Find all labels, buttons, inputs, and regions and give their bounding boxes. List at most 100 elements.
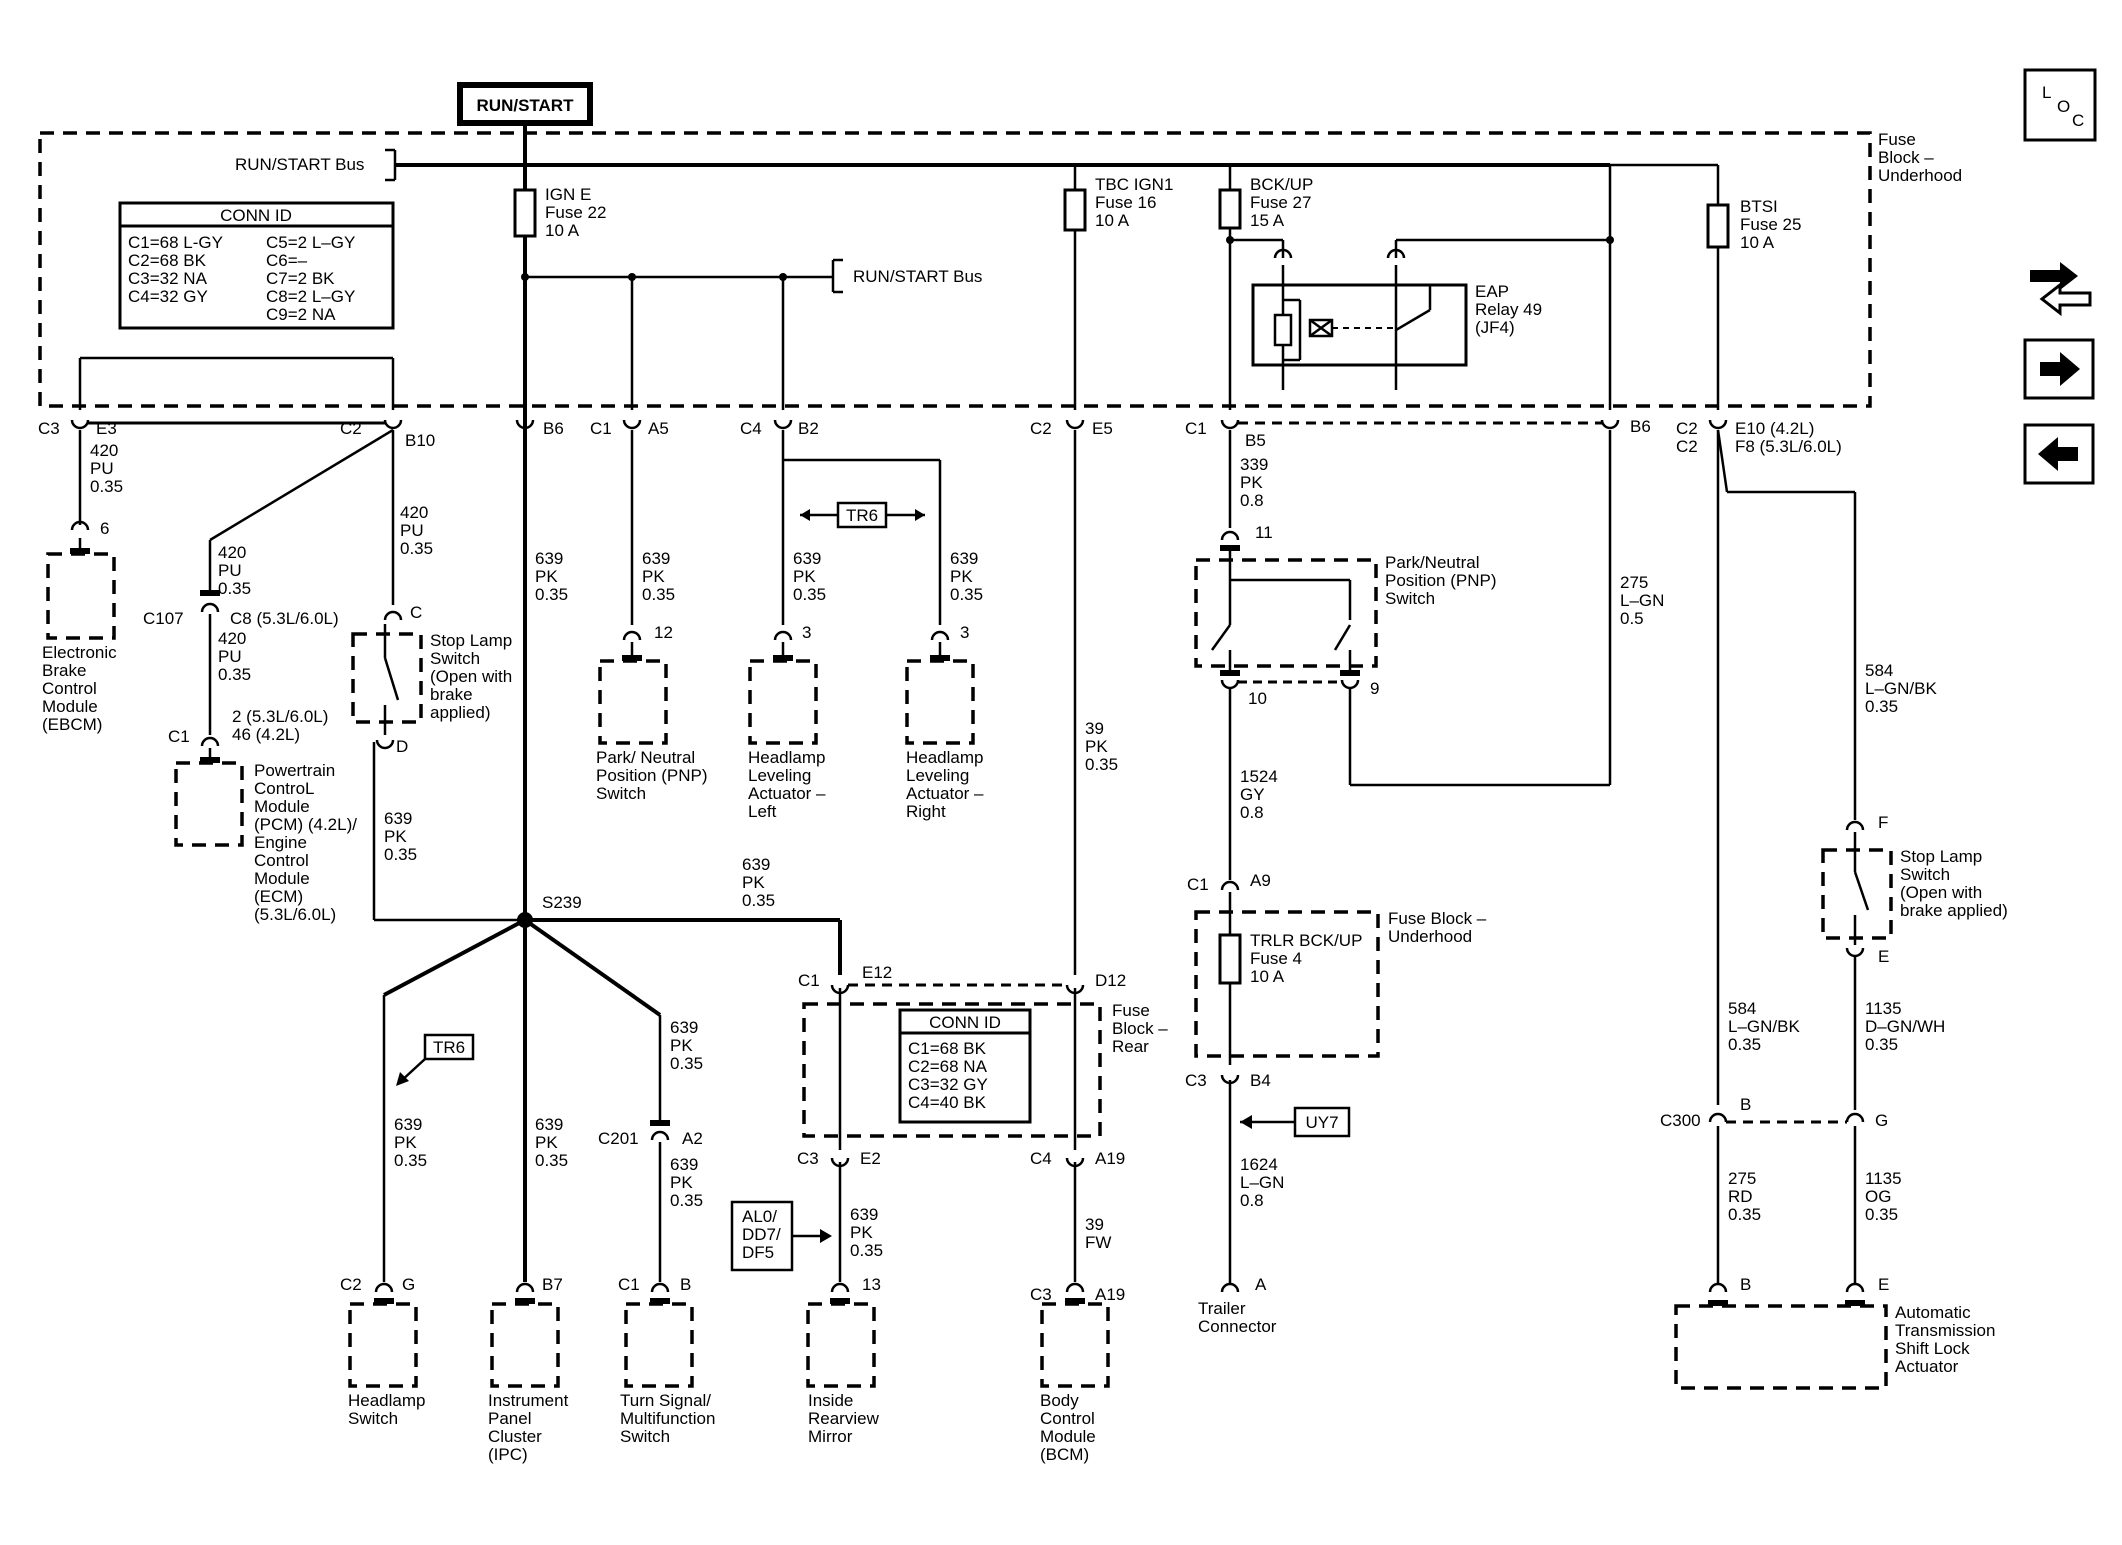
svg-text:IGN E: IGN E: [545, 185, 591, 204]
svg-text:GY: GY: [1240, 785, 1265, 804]
fuse-bckup-label: BCK/UP Fuse 27 15 A: [1250, 175, 1313, 230]
svg-text:0.35: 0.35: [850, 1241, 883, 1260]
prev-page-button[interactable]: [2023, 423, 2095, 485]
pin-6: 6: [100, 519, 109, 538]
run-start-label: RUN/START: [457, 82, 593, 126]
svg-text:PU: PU: [90, 459, 114, 478]
svg-text:brake applied): brake applied): [1900, 901, 2008, 920]
c8-label: C8 (5.3L/6.0L): [230, 609, 339, 628]
c1-pcm-label: C1: [168, 727, 190, 746]
svg-text:PU: PU: [400, 521, 424, 540]
fuse-tbc-ign1: [1063, 188, 1087, 232]
schematic-swap-icon[interactable]: [2030, 262, 2092, 317]
pin-9: 9: [1370, 679, 1379, 698]
c2-g-conn: C2: [340, 1275, 362, 1294]
svg-text:B2: B2: [798, 419, 819, 438]
svg-text:C4=32 GY: C4=32 GY: [128, 287, 208, 306]
svg-text:Switch: Switch: [1385, 589, 1435, 608]
fuse-btsi-label: BTSI Fuse 25 10 A: [1740, 197, 1801, 252]
svg-text:Fuse: Fuse: [1878, 130, 1916, 149]
svg-text:C2: C2: [1676, 437, 1698, 456]
svg-text:Rearview: Rearview: [808, 1409, 880, 1428]
svg-text:Powertrain: Powertrain: [254, 761, 335, 780]
b7-label: B7: [542, 1275, 563, 1294]
svg-text:TBC IGN1: TBC IGN1: [1095, 175, 1173, 194]
trailer-pin-a: A: [1255, 1275, 1267, 1294]
svg-text:Fuse 25: Fuse 25: [1740, 215, 1801, 234]
eap-relay-label: EAP Relay 49 (JF4): [1475, 282, 1542, 337]
svg-text:10 A: 10 A: [545, 221, 580, 240]
al0-dd7-df5-ref: AL0/DD7/DF5: [730, 1200, 832, 1272]
svg-text:0.8: 0.8: [1240, 1191, 1264, 1210]
svg-text:275: 275: [1620, 573, 1648, 592]
svg-text:639: 639: [535, 1115, 563, 1134]
svg-text:0.35: 0.35: [1865, 1205, 1898, 1224]
fuse-block-label: Fuse Block – Underhood: [1878, 130, 1962, 185]
svg-text:PU: PU: [218, 561, 242, 580]
svg-text:0.35: 0.35: [950, 585, 983, 604]
pin-c: C: [410, 603, 422, 622]
svg-text:B10: B10: [405, 431, 435, 450]
c201-label: C201: [598, 1129, 639, 1148]
svg-text:Module: Module: [42, 697, 98, 716]
svg-text:C1: C1: [1185, 419, 1207, 438]
svg-text:Connector: Connector: [1198, 1317, 1277, 1336]
svg-text:CONN ID: CONN ID: [929, 1013, 1001, 1032]
svg-text:C2: C2: [340, 419, 362, 438]
svg-text:(PCM) (4.2L)/: (PCM) (4.2L)/: [254, 815, 357, 834]
pcm-pin-1: 2 (5.3L/6.0L): [232, 707, 328, 726]
svg-text:Actuator –: Actuator –: [906, 784, 984, 803]
svg-text:10 A: 10 A: [1740, 233, 1775, 252]
svg-text:C6=–: C6=–: [266, 251, 308, 270]
svg-text:Inside: Inside: [808, 1391, 853, 1410]
svg-text:PK: PK: [850, 1223, 873, 1242]
svg-text:Fuse: Fuse: [1112, 1001, 1150, 1020]
svg-text:C1=68 L-GY: C1=68 L-GY: [128, 233, 223, 252]
pin-13: 13: [862, 1275, 881, 1294]
svg-text:Multifunction: Multifunction: [620, 1409, 715, 1428]
svg-text:420: 420: [400, 503, 428, 522]
svg-text:L–GN/BK: L–GN/BK: [1728, 1017, 1800, 1036]
svg-text:639: 639: [950, 549, 978, 568]
svg-text:0.8: 0.8: [1240, 491, 1264, 510]
svg-text:0.8: 0.8: [1240, 803, 1264, 822]
svg-text:Switch: Switch: [430, 649, 480, 668]
svg-text:TR6: TR6: [433, 1038, 465, 1057]
loc-button[interactable]: L O C: [2023, 68, 2097, 142]
pnp-switch-1-box: [598, 659, 668, 745]
svg-text:Stop Lamp: Stop Lamp: [1900, 847, 1982, 866]
svg-text:L: L: [2042, 83, 2051, 102]
svg-text:Park/Neutral: Park/Neutral: [1385, 553, 1479, 572]
svg-text:0.35: 0.35: [535, 1151, 568, 1170]
pnp-switch-2: [1194, 558, 1378, 668]
svg-text:EAP: EAP: [1475, 282, 1509, 301]
svg-text:Control: Control: [254, 851, 309, 870]
c1-e12-conn: C1: [798, 971, 820, 990]
fuse-ign-e: [513, 188, 537, 238]
svg-text:584: 584: [1728, 999, 1756, 1018]
svg-text:0.35: 0.35: [218, 579, 251, 598]
svg-text:L–GN: L–GN: [1620, 591, 1664, 610]
e2-label: E2: [860, 1149, 881, 1168]
fuse-block-uh2-label: Fuse Block –Underhood: [1388, 909, 1487, 946]
svg-text:C1=68 BK: C1=68 BK: [908, 1039, 987, 1058]
svg-text:Panel: Panel: [488, 1409, 531, 1428]
svg-text:TR6: TR6: [846, 506, 878, 525]
svg-text:0.35: 0.35: [400, 539, 433, 558]
pin-12: 12: [654, 623, 673, 642]
next-page-button[interactable]: [2023, 338, 2095, 400]
svg-text:Fuse 27: Fuse 27: [1250, 193, 1311, 212]
pcm-box: [174, 761, 244, 847]
